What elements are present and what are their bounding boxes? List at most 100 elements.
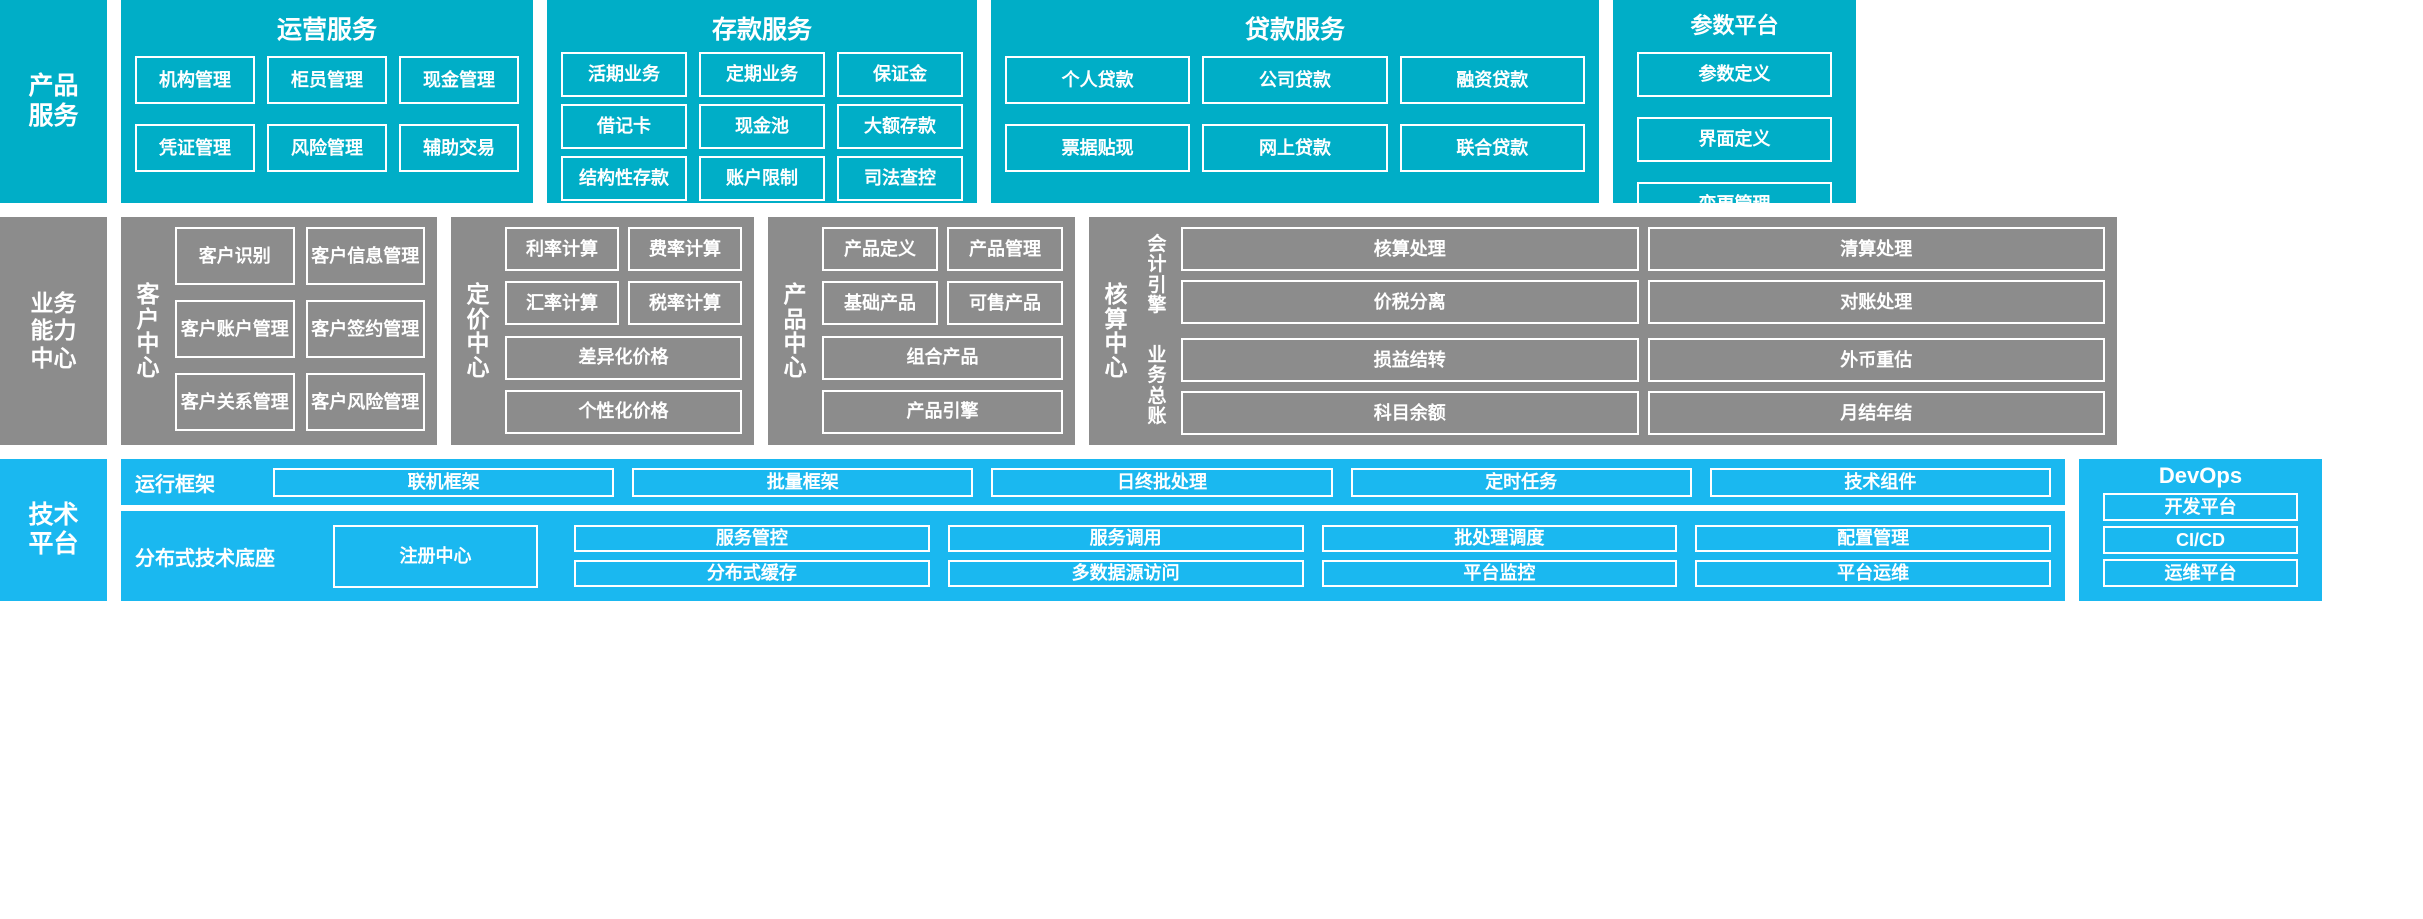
- capability-box-chanpin-guanli[interactable]: 产品管理: [947, 227, 1063, 271]
- service-box-huoqi-yewu[interactable]: 活期业务: [561, 52, 687, 97]
- capability-box-hesuan-chuli[interactable]: 核算处理: [1181, 227, 1639, 271]
- center-accounting: 核算中心 会计引擎 核算处理 清算处理 价税分离 对账处理: [1089, 217, 2117, 445]
- capability-box-chayihua-jiage[interactable]: 差异化价格: [505, 335, 742, 380]
- panel-devops: DevOps 开发平台 CI/CD 运维平台: [2079, 459, 2322, 601]
- distributed-base-cells: 服务管控 服务调用 批处理调度 配置管理 分布式缓存 多数据源访问 平台监控 平…: [574, 525, 2051, 587]
- tech-box-rizhong-pichuli[interactable]: 日终批处理: [991, 467, 1333, 497]
- tech-box-pichuli-diaodu[interactable]: 批处理调度: [1321, 525, 1678, 552]
- row-label-capability-line1: 业务: [30, 290, 77, 317]
- tech-strip-runtime-framework: 运行框架 联机框架 批量框架 日终批处理 定时任务 技术组件: [121, 459, 2065, 505]
- tech-box-fuwu-diaoyong[interactable]: 服务调用: [947, 525, 1304, 552]
- row-label-product-line1: 产品: [28, 72, 79, 100]
- tech-box-pingtai-jiankong[interactable]: 平台监控: [1321, 560, 1678, 587]
- row-label-tech-platform: 技术 平台: [0, 459, 107, 601]
- service-box-daecunkuan[interactable]: 大额存款: [837, 104, 963, 149]
- capability-box-huilv-jisuan[interactable]: 汇率计算: [505, 281, 619, 326]
- capability-box-jiashui-fenli[interactable]: 价税分离: [1181, 280, 1639, 324]
- capability-box-keshou-chanpin[interactable]: 可售产品: [947, 281, 1063, 326]
- panel-title-parameter-platform: 参数平台: [1690, 13, 1779, 38]
- panel-title-devops: DevOps: [2158, 463, 2243, 488]
- center-pricing: 定价中心 利率计算 费率计算 汇率计算 税率计算 差异化价格 个性化价格: [451, 217, 754, 445]
- tech-box-fenbushi-huancun[interactable]: 分布式缓存: [574, 560, 930, 587]
- capability-box-feilv-jisuan[interactable]: 费率计算: [628, 227, 742, 271]
- capability-box-kehu-qianyue-guanli[interactable]: 客户签约管理: [305, 300, 425, 358]
- strip-label-distributed-base: 分布式技术底座: [135, 547, 275, 570]
- tech-box-dingshi-renwu[interactable]: 定时任务: [1350, 467, 1692, 497]
- center-label-pricing: 定价中心: [466, 281, 490, 381]
- devops-box-yunwei-pingtai[interactable]: 运维平台: [2103, 559, 2298, 587]
- strip-label-runtime-framework: 运行框架: [135, 473, 215, 496]
- capability-box-waibi-chonggu[interactable]: 外币重估: [1647, 338, 2105, 382]
- service-box-zhanghu-xianzhi[interactable]: 账户限制: [699, 156, 825, 201]
- service-box-rongzi-daikuan[interactable]: 融资贷款: [1399, 56, 1585, 104]
- capability-box-gexinghua-jiage[interactable]: 个性化价格: [505, 389, 742, 434]
- subgroup-label-business-ledger: 业务总账: [1147, 345, 1167, 427]
- service-box-lianhe-daikuan[interactable]: 联合贷款: [1399, 124, 1585, 172]
- capability-box-jichu-chanpin[interactable]: 基础产品: [822, 281, 938, 326]
- capability-box-kehu-zhanghu-guanli[interactable]: 客户账户管理: [175, 300, 295, 358]
- capability-box-sunyi-jiezhuan[interactable]: 损益结转: [1181, 338, 1639, 382]
- deposit-services-grid: 活期业务 定期业务 保证金 借记卡 现金池 大额存款 结构性存款 账户限制 司法…: [547, 52, 977, 201]
- service-box-dingqi-yewu[interactable]: 定期业务: [699, 52, 825, 97]
- service-box-fengxian-guanli[interactable]: 风险管理: [267, 124, 387, 172]
- service-box-gongsi-daikuan[interactable]: 公司贷款: [1202, 56, 1388, 104]
- operation-services-grid: 机构管理 柜员管理 现金管理 凭证管理 风险管理 辅助交易: [121, 56, 533, 172]
- tech-box-zhuce-zhongxin[interactable]: 注册中心: [333, 524, 538, 588]
- product-services-row: 产品 服务 运营服务 机构管理 柜员管理 现金管理 凭证管理 风险管理 辅助交易…: [0, 0, 2423, 422]
- service-box-sifa-chakong[interactable]: 司法查控: [837, 156, 963, 201]
- panel-loan-services: 贷款服务 个人贷款 公司贷款 融资贷款 票据贴现 网上贷款 联合贷款: [991, 0, 1599, 203]
- service-box-xianjin-guanli[interactable]: 现金管理: [399, 56, 519, 104]
- product-center-grid: 产品定义 产品管理 基础产品 可售产品 组合产品 产品引擎: [822, 227, 1063, 435]
- center-product: 产品中心 产品定义 产品管理 基础产品 可售产品 组合产品 产品引擎: [768, 217, 1075, 445]
- panel-operation-services: 运营服务 机构管理 柜员管理 现金管理 凭证管理 风险管理 辅助交易: [121, 0, 533, 203]
- service-box-fuzhu-jiaoyi[interactable]: 辅助交易: [399, 124, 519, 172]
- devops-list: 开发平台 CI/CD 运维平台: [2103, 493, 2298, 587]
- pricing-center-grid: 利率计算 费率计算 汇率计算 税率计算 差异化价格 个性化价格: [505, 227, 742, 435]
- center-label-product: 产品中心: [783, 281, 807, 381]
- panel-title-loan-services: 贷款服务: [1244, 16, 1345, 44]
- capability-box-kehu-shibie[interactable]: 客户识别: [175, 227, 295, 285]
- tech-box-duoshujuyuan-fangwen[interactable]: 多数据源访问: [947, 560, 1304, 587]
- service-box-jiegouxing-cunkuan[interactable]: 结构性存款: [561, 156, 687, 201]
- row-label-capability-line3: 中心: [30, 344, 77, 371]
- capability-box-kehu-xinxi-guanli[interactable]: 客户信息管理: [305, 227, 425, 285]
- capability-box-chanpin-yinqing[interactable]: 产品引擎: [822, 389, 1063, 434]
- capability-box-lilv-jisuan[interactable]: 利率计算: [505, 227, 619, 271]
- capability-box-qingsuan-chuli[interactable]: 清算处理: [1647, 227, 2105, 271]
- capability-box-zuhe-chanpin[interactable]: 组合产品: [822, 335, 1063, 380]
- accounting-center-inner: 会计引擎 核算处理 清算处理 价税分离 对账处理 业务总账 损益结转: [1143, 227, 2105, 435]
- tech-box-jishu-zujian[interactable]: 技术组件: [1709, 467, 2051, 497]
- tech-box-lianji-kuangjia[interactable]: 联机框架: [273, 467, 615, 497]
- service-box-xianjinchi[interactable]: 现金池: [699, 104, 825, 149]
- capability-box-kemu-yue[interactable]: 科目余额: [1181, 391, 1639, 435]
- tech-box-pingtai-yunwei[interactable]: 平台运维: [1695, 560, 2051, 587]
- capability-box-duizhang-chuli[interactable]: 对账处理: [1647, 280, 2105, 324]
- capability-box-shuilv-jisuan[interactable]: 税率计算: [628, 281, 742, 326]
- service-box-baozhengjin[interactable]: 保证金: [837, 52, 963, 97]
- center-label-customer: 客户中心: [136, 281, 160, 381]
- panel-deposit-services: 存款服务 活期业务 定期业务 保证金 借记卡 现金池 大额存款 结构性存款 账户…: [547, 0, 977, 203]
- param-box-canshu-dingyi[interactable]: 参数定义: [1637, 52, 1832, 97]
- capability-box-yuejie-nianjie[interactable]: 月结年结: [1647, 391, 2105, 435]
- capability-box-kehu-fengxian-guanli[interactable]: 客户风险管理: [305, 373, 425, 431]
- service-box-piaoju-tiexian[interactable]: 票据贴现: [1005, 124, 1191, 172]
- devops-box-cicd[interactable]: CI/CD: [2103, 526, 2298, 554]
- service-box-guiyuan-guanli[interactable]: 柜员管理: [267, 56, 387, 104]
- param-box-jiemian-dingyi[interactable]: 界面定义: [1637, 117, 1832, 162]
- capability-box-kehu-guanxi-guanli[interactable]: 客户关系管理: [175, 373, 295, 431]
- service-box-wangshang-daikuan[interactable]: 网上贷款: [1202, 124, 1388, 172]
- row-label-business-capability: 业务 能力 中心: [0, 217, 107, 445]
- service-box-jijika[interactable]: 借记卡: [561, 104, 687, 149]
- service-box-jigou-guanli[interactable]: 机构管理: [135, 56, 255, 104]
- capability-box-chanpin-dingyi[interactable]: 产品定义: [822, 227, 938, 271]
- tech-box-fuwu-guankong[interactable]: 服务管控: [574, 525, 930, 552]
- loan-services-grid: 个人贷款 公司贷款 融资贷款 票据贴现 网上贷款 联合贷款: [991, 56, 1599, 172]
- devops-box-kaifa-pingtai[interactable]: 开发平台: [2103, 493, 2298, 521]
- accounting-subgroup-ledger: 业务总账 损益结转 外币重估 科目余额 月结年结: [1143, 338, 2105, 435]
- service-box-geren-daikuan[interactable]: 个人贷款: [1005, 56, 1191, 104]
- tech-box-peizhi-guanli[interactable]: 配置管理: [1695, 525, 2051, 552]
- tech-box-piliang-kuangjia[interactable]: 批量框架: [632, 467, 974, 497]
- service-box-pingzheng-guanli[interactable]: 凭证管理: [135, 124, 255, 172]
- row-label-capability-line2: 能力: [30, 317, 77, 344]
